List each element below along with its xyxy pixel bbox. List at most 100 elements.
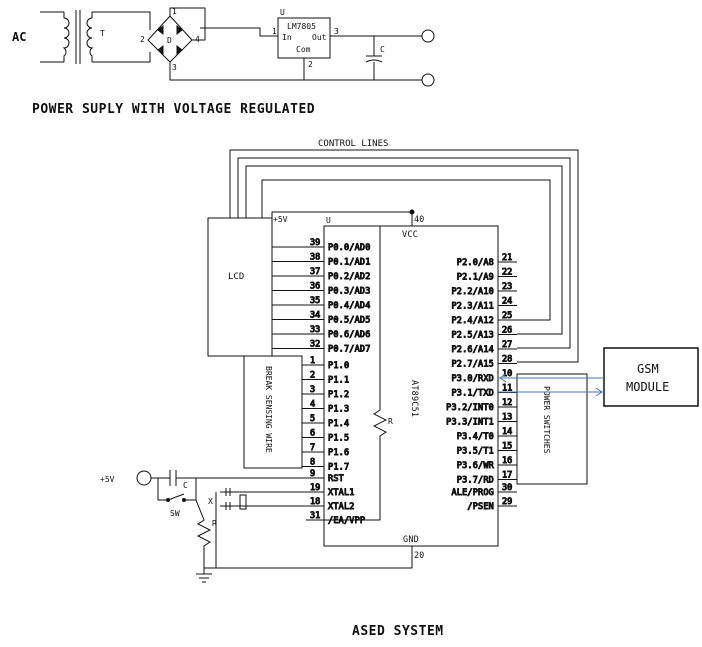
mcu-right-pin-number: 29 xyxy=(502,497,512,507)
mcu-right-pin-name: P3.0/RXD xyxy=(451,374,494,384)
ased-system-title: ASED SYSTEM xyxy=(352,624,444,639)
regulator-part: LM7805 xyxy=(287,22,316,31)
mcu-left-pin-name: P1.3 xyxy=(328,405,349,415)
ac-label: AC xyxy=(12,30,26,44)
regulator-com: Com xyxy=(296,45,311,54)
gnd-pin: 20 xyxy=(414,551,424,561)
mcu-left-pin-number: 7 xyxy=(310,443,315,453)
mcu-left-pin-number: 1 xyxy=(310,356,315,366)
voltage-regulator: U LM7805 In Out Com 1 3 2 xyxy=(272,8,339,69)
mcu-left-pin-name: RST xyxy=(328,474,344,484)
mcu-ref: U xyxy=(326,216,331,225)
lcd-display: LCD +5V xyxy=(207,215,288,357)
power-switches: POWER SWITCHES xyxy=(516,373,588,485)
reset-cap-label: C xyxy=(183,481,188,490)
mcu-right-pin-name: P2.1/A9 xyxy=(457,273,494,283)
mcu-right-pin-name: /PSEN xyxy=(467,502,494,512)
mcu-right-pin-name: P2.0/A8 xyxy=(457,258,494,268)
output-capacitor: C xyxy=(365,36,385,80)
crystal-label: X xyxy=(208,497,213,506)
mcu-right-pin-name: P2.2/A10 xyxy=(451,287,494,297)
mcu-left-pin-name: P1.7 xyxy=(328,463,349,473)
mcu-right-pin-number: 22 xyxy=(502,268,512,278)
mcu-left-pin-number: 35 xyxy=(310,296,320,306)
mcu-left-pin-number: 2 xyxy=(310,371,315,381)
mcu-right-pin-number: 26 xyxy=(502,326,512,336)
break-sensing-label: BREAK SENSING WIRE xyxy=(264,366,273,453)
mcu-left-pin-name: P0.0/AD0 xyxy=(328,243,371,253)
mcu-right-pin-name: P2.6/A14 xyxy=(451,345,494,355)
mcu-left-pin-number: 38 xyxy=(310,253,320,263)
regulator-in: In xyxy=(282,33,292,42)
break-sensing-wire: BREAK SENSING WIRE xyxy=(243,355,303,469)
mcu-right-pin-name: P3.2/INT0 xyxy=(446,403,494,413)
mcu-right-pin-number: 17 xyxy=(502,471,512,481)
regulator-out: Out xyxy=(312,33,327,42)
transformer: T xyxy=(62,10,105,64)
mcu-right-pin-number: 10 xyxy=(502,369,512,379)
microcontroller: U AT89C51 xyxy=(323,216,499,547)
mcu-right-pin: 29/PSEN xyxy=(467,497,517,513)
mcu-left-pin-number: 32 xyxy=(310,340,320,350)
mcu-left-pin-number: 31 xyxy=(310,511,320,521)
regulator-pin-out: 3 xyxy=(334,27,339,36)
bridge-pin-1: 1 xyxy=(172,7,177,16)
mcu-right-pin-number: 13 xyxy=(502,413,512,423)
mcu-right-pin-number: 14 xyxy=(502,427,512,437)
mcu-left-pin-name: P1.6 xyxy=(328,448,349,458)
bridge-pin-3: 3 xyxy=(172,63,177,72)
gsm-module-line2: MODULE xyxy=(626,380,669,394)
mcu-left-pin-name: P1.0 xyxy=(328,361,349,371)
pullup-resistor: R xyxy=(324,226,393,521)
transformer-label: T xyxy=(100,29,105,38)
mcu-right-pin-number: 23 xyxy=(502,282,512,292)
lcd-supply: +5V xyxy=(273,215,288,224)
mcu-right-pin-number: 28 xyxy=(502,355,512,365)
mcu-left-pin-number: 36 xyxy=(310,282,320,292)
mcu-left-pin-number: 4 xyxy=(310,400,315,410)
bridge-label: D xyxy=(167,36,172,45)
mcu-right-pin-number: 15 xyxy=(502,442,512,452)
mcu-right-pin-name: P3.5/T1 xyxy=(457,447,494,457)
gnd-label: GND xyxy=(403,535,419,545)
mcu-left-pin-name: P0.7/AD7 xyxy=(328,345,371,355)
mcu-right-pins: 21P2.0/A822P2.1/A923P2.2/A1024P2.3/A1125… xyxy=(446,253,517,513)
crystal-circuit: X xyxy=(204,488,324,569)
mcu-left-pin-number: 3 xyxy=(310,385,315,395)
mcu-right-pin-name: ALE/PROG xyxy=(451,488,494,498)
mcu-left-pin-number: 5 xyxy=(310,414,315,424)
mcu-left-pin-number: 8 xyxy=(310,458,315,468)
mcu-left-pin-name: P0.5/AD5 xyxy=(328,316,371,326)
reset-switch-label: SW xyxy=(170,509,180,518)
mcu-right-pin-number: 11 xyxy=(502,384,512,394)
regulator-ref: U xyxy=(280,8,285,17)
regulator-pin-in: 1 xyxy=(272,27,277,36)
pullup-resistor-label: R xyxy=(388,417,393,426)
mcu-left-pin-name: P0.1/AD1 xyxy=(328,258,371,268)
mcu-right-pin-name: P2.3/A11 xyxy=(451,302,494,312)
mcu-right-pin-name: P2.5/A13 xyxy=(451,331,494,341)
mcu-left-pin-number: 18 xyxy=(310,497,320,507)
